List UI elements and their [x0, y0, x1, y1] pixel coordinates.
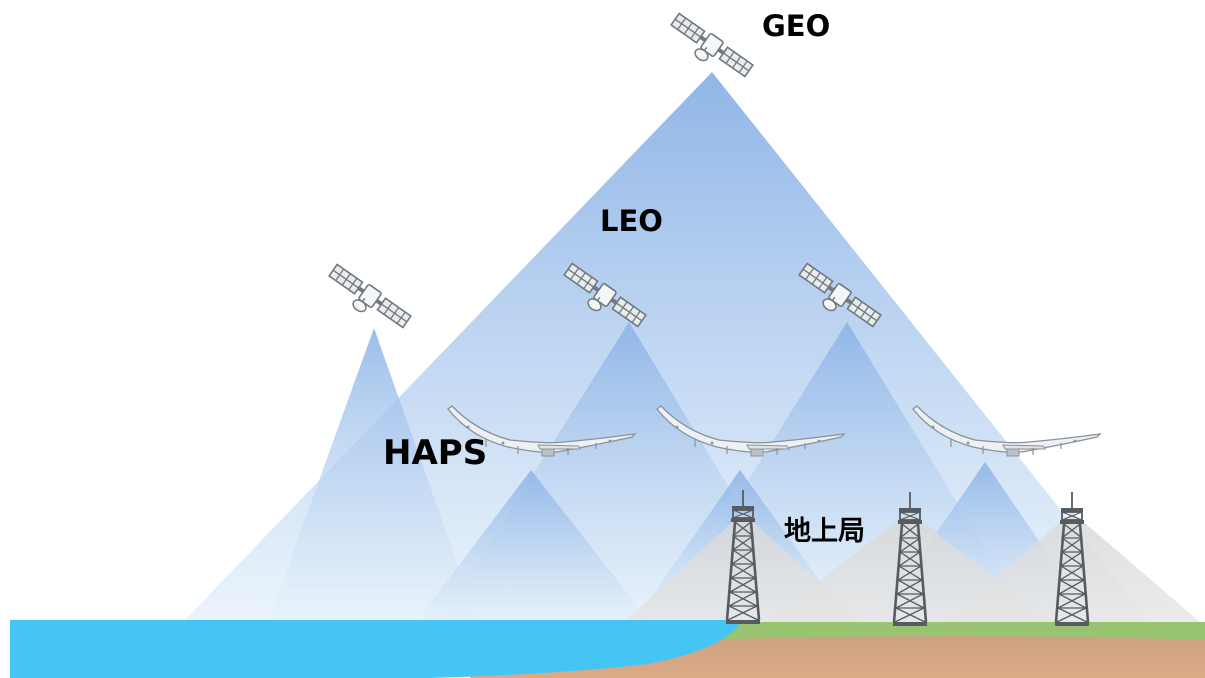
- geo-label: GEO: [762, 9, 831, 43]
- haps-beam-left: [410, 470, 656, 630]
- leo-beam-left: [268, 328, 478, 622]
- haps-label: HAPS: [383, 433, 488, 473]
- grass: [700, 622, 1205, 640]
- sea: [10, 620, 742, 678]
- ground-beam-right: [945, 512, 1200, 622]
- satellite-icon: [321, 262, 413, 339]
- leo-label: LEO: [600, 204, 663, 238]
- ground-station-label: 地上局: [784, 516, 865, 547]
